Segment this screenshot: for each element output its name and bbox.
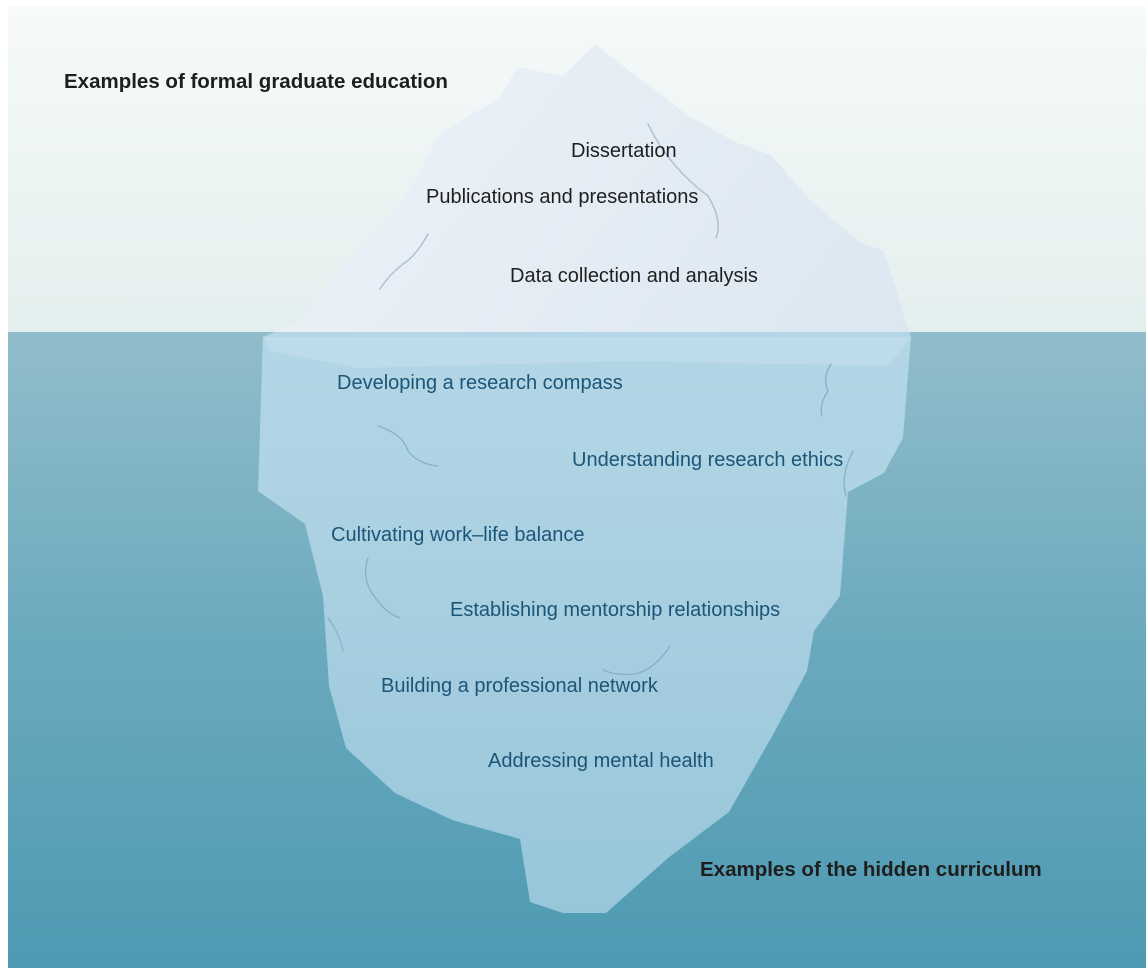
formal-education-heading: Examples of formal graduate education [64, 70, 448, 93]
item-professional-network: Building a professional network [381, 675, 658, 697]
iceberg-illustration [8, 6, 1146, 968]
iceberg-above-water [275, 44, 910, 332]
item-data-collection-analysis: Data collection and analysis [510, 265, 758, 287]
item-research-ethics: Understanding research ethics [572, 449, 844, 471]
item-work-life-balance: Cultivating work–life balance [331, 524, 585, 546]
item-publications-presentations: Publications and presentations [426, 186, 699, 208]
hidden-curriculum-heading: Examples of the hidden curriculum [700, 858, 1042, 881]
item-mental-health: Addressing mental health [488, 750, 714, 772]
item-research-compass: Developing a research compass [337, 372, 623, 394]
iceberg-below-water [258, 332, 911, 913]
iceberg-figure: Examples of formal graduate education Di… [8, 6, 1146, 968]
item-dissertation: Dissertation [571, 140, 677, 162]
item-mentorship-relationships: Establishing mentorship relationships [450, 599, 781, 621]
ice-crack-lines [327, 123, 854, 676]
